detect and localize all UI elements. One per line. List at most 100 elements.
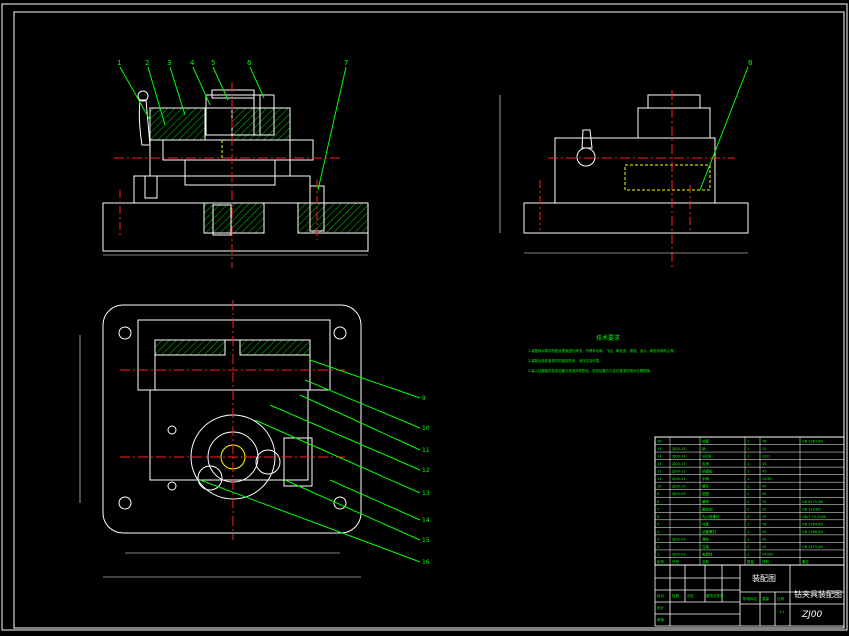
drawing-number: ZJ00 bbox=[801, 610, 823, 620]
bom-cell: GB/T 70-2000 bbox=[802, 515, 826, 519]
bom-cell: HT200 bbox=[762, 552, 773, 556]
bom-cell: 14 bbox=[657, 455, 662, 459]
bom-cell: 名称 bbox=[702, 559, 710, 564]
top-bolt-hole-tr bbox=[333, 326, 347, 340]
bom-cell: 1 bbox=[747, 537, 749, 541]
bom-cell: 衬套 bbox=[702, 521, 710, 526]
bom-cell: 1 bbox=[747, 440, 749, 444]
handle bbox=[138, 99, 151, 146]
title-main: 钻夹具装配图 bbox=[794, 589, 842, 599]
bom-cell: 钻模板 bbox=[702, 469, 713, 474]
side-hole bbox=[576, 147, 596, 167]
clamp-hatch-left bbox=[149, 107, 206, 141]
top-small-hole-2 bbox=[167, 481, 177, 491]
title-block-labels: 标记 处数 分区 更改文件号 设计 审核 阶段标记 重量 比例 1:1 bbox=[657, 593, 785, 622]
handle-knob bbox=[137, 90, 149, 102]
bom-cell: ZJ00-14 bbox=[672, 455, 686, 459]
bom-cell: 销 bbox=[702, 446, 706, 451]
tb-label-review: 审核 bbox=[657, 617, 665, 622]
tech-req-title: 技术要求 bbox=[596, 334, 620, 342]
bom-cell: 9 bbox=[657, 492, 659, 496]
support-block bbox=[133, 175, 311, 204]
bolt-left bbox=[144, 175, 158, 199]
bom-cell: 1 bbox=[747, 522, 749, 526]
leader-label-5: 5 bbox=[211, 59, 215, 67]
bom-cell: 45 bbox=[762, 545, 766, 549]
leader-label-6: 6 bbox=[247, 59, 252, 67]
leader-label-3: 3 bbox=[167, 59, 171, 67]
side-hidden-vblock bbox=[624, 164, 711, 191]
bom-cell: V形块 bbox=[702, 454, 712, 459]
bom-cell: ZJ00-13 bbox=[672, 462, 686, 466]
tb-label-stage: 阶段标记 bbox=[743, 596, 757, 601]
bom-cell: 内六角螺钉 bbox=[702, 514, 720, 519]
bom-cell: 13 bbox=[657, 462, 661, 466]
bom-cell: 35 bbox=[762, 447, 766, 451]
leader-label-4: 4 bbox=[190, 59, 195, 67]
bom-cell: 45 bbox=[762, 492, 766, 496]
front-view bbox=[102, 82, 369, 268]
side-view bbox=[499, 90, 749, 270]
tech-req-line-1: 1.装配前对零件的配合表面进行清洗，不得有毛刺、飞边、氧化皮、锈蚀、油污、着色剂… bbox=[528, 348, 677, 353]
bom-cell: 12 bbox=[657, 470, 661, 474]
bom-cell: 圆柱销 bbox=[702, 506, 713, 511]
bom-cell: 备注 bbox=[802, 559, 810, 564]
side-handle bbox=[581, 129, 593, 149]
bom-cell: 45 bbox=[762, 470, 766, 474]
bom-cell: ZJ00-10 bbox=[672, 485, 686, 489]
leader-label-7: 7 bbox=[344, 59, 348, 67]
bom-cell: 螺杆 bbox=[702, 484, 710, 489]
leader-label-16: 16 bbox=[422, 559, 430, 566]
top-pin-left bbox=[197, 465, 223, 491]
top-bolt-hole-bl bbox=[118, 496, 132, 510]
tb-label-design: 设计 bbox=[657, 605, 665, 610]
pin-center bbox=[212, 204, 232, 236]
title-block bbox=[654, 564, 845, 627]
leader-label-9: 9 bbox=[422, 395, 426, 402]
bom-cell: 手柄 bbox=[702, 476, 710, 481]
bom-cell: 45 bbox=[762, 537, 766, 541]
bom-cell: ZJ00-12 bbox=[672, 470, 686, 474]
bom-cell: 1 bbox=[747, 455, 749, 459]
drill-bush bbox=[205, 94, 261, 136]
bom-cell: 1 bbox=[747, 470, 749, 474]
top-hatch-right bbox=[239, 339, 311, 356]
top-base-outline bbox=[102, 304, 362, 534]
outer-border bbox=[1, 3, 848, 631]
leader-label-11: 11 bbox=[422, 447, 430, 454]
leader-label-1: 1 bbox=[117, 59, 121, 67]
bom-cell: 2 bbox=[657, 545, 659, 549]
tech-req-line-3: 3.装入钻模板前检查钻套与夹具体的配合，检查钻套孔与定位基准的相对位置精度。 bbox=[528, 368, 653, 373]
bom-cell: 滑柱 bbox=[702, 536, 710, 541]
bom-cell: 1 bbox=[747, 552, 749, 556]
leader-label-10: 10 bbox=[422, 425, 430, 432]
bom-cell: T8 bbox=[761, 440, 766, 444]
bom-cell: 2 bbox=[747, 500, 749, 504]
front-leaders bbox=[119, 66, 347, 191]
bom-cell: GB 2268-80 bbox=[802, 530, 823, 534]
bom-cell: 垫圈 bbox=[702, 491, 710, 496]
tb-scale-value: 1:1 bbox=[779, 610, 785, 614]
bom-cell: ZJ00-11 bbox=[672, 477, 686, 481]
top-view bbox=[79, 300, 362, 578]
side-leader bbox=[699, 66, 749, 191]
bom-cell: 45 bbox=[762, 485, 766, 489]
bush-collar bbox=[211, 89, 255, 99]
tech-req-line-2: 2.装配后检查各零件的装配关系，动作灵活可靠。 bbox=[528, 358, 602, 363]
bom-cell: 1 bbox=[747, 462, 749, 466]
bom-cell: 10 bbox=[657, 485, 661, 489]
bom-cell: 螺母 bbox=[702, 499, 710, 504]
bom-cell: 1 bbox=[747, 477, 749, 481]
leader-label-8: 8 bbox=[748, 59, 752, 67]
bom-cell: 35 bbox=[762, 500, 766, 504]
bom-cell: 6 bbox=[657, 515, 659, 519]
bom-cell: 45 bbox=[762, 462, 766, 466]
bom-cell: 15 bbox=[657, 447, 661, 451]
bom-cell: GB 2263-80 bbox=[802, 440, 823, 444]
bom-cell: 钻套 bbox=[702, 439, 710, 444]
tb-label-mark: 标记 bbox=[657, 593, 665, 598]
bom-cell: ZJ00-03 bbox=[672, 537, 686, 541]
top-hatch-left bbox=[154, 339, 226, 356]
